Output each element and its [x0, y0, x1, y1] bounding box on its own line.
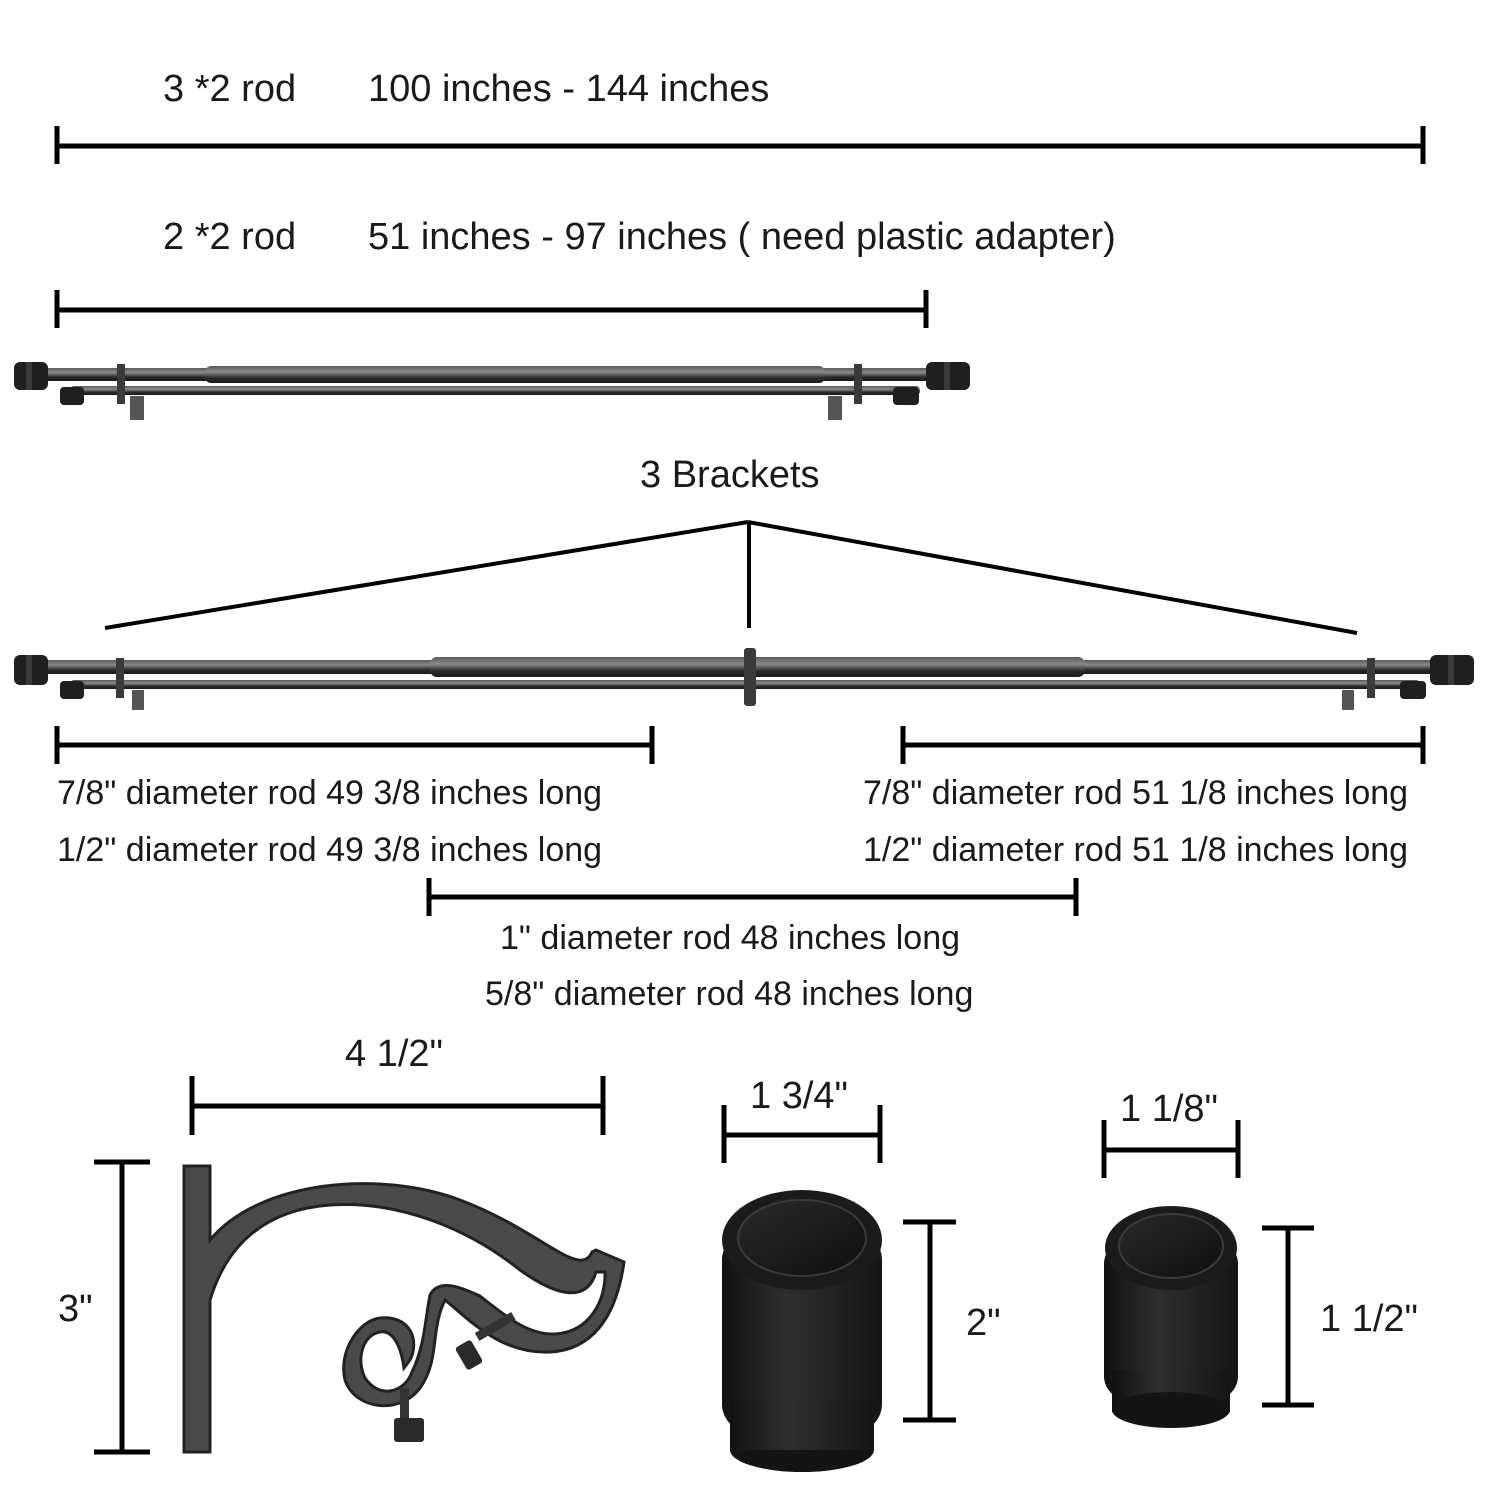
brackets-label: 3 Brackets [640, 454, 820, 496]
dimension-line-2x2 [54, 290, 929, 328]
bracket-width-label: 4 1/2" [345, 1033, 444, 1075]
right-section-dimension [900, 726, 1426, 764]
middle-section-line2: 5/8" diameter rod 48 inches long [485, 975, 974, 1013]
large-finial-width-dimension [721, 1105, 883, 1163]
large-finial-width-label: 1 3/4" [750, 1075, 849, 1117]
dimension-line-3x2 [54, 126, 1426, 164]
small-finial-width-label: 1 1/8" [1120, 1088, 1219, 1130]
left-section-line2: 1/2" diameter rod 49 3/8 inches long [57, 831, 603, 869]
short-double-rod [14, 362, 970, 420]
bracket-illustration [182, 1164, 626, 1454]
large-finial-height-label: 2" [966, 1302, 1001, 1344]
left-section-dimension [54, 726, 655, 764]
large-finial-height-dimension [903, 1219, 956, 1423]
small-finial-height-label: 1 1/2" [1320, 1298, 1419, 1340]
small-finial-width-dimension [1101, 1120, 1241, 1178]
rod-3x2-range: 100 inches - 144 inches [368, 68, 770, 110]
large-finial-illustration [722, 1190, 882, 1472]
rod-2x2-range: 51 inches - 97 inches ( need plastic ada… [368, 216, 1116, 258]
middle-section-dimension [426, 878, 1079, 916]
bracket-height-dimension [94, 1159, 150, 1455]
brackets-pointer-lines [104, 520, 1358, 635]
middle-section-line1: 1" diameter rod 48 inches long [500, 919, 961, 957]
small-finial-illustration [1104, 1206, 1238, 1428]
rod-3x2-name: 3 *2 rod [163, 68, 297, 110]
long-double-rod [14, 648, 1474, 710]
rod-2x2-name: 2 *2 rod [163, 216, 297, 258]
right-section-line1: 7/8" diameter rod 51 1/8 inches long [863, 774, 1409, 812]
bracket-height-label: 3" [58, 1288, 93, 1330]
left-section-line1: 7/8" diameter rod 49 3/8 inches long [57, 774, 603, 812]
right-section-line2: 1/2" diameter rod 51 1/8 inches long [863, 831, 1409, 869]
small-finial-height-dimension [1262, 1225, 1314, 1408]
bracket-width-dimension [189, 1076, 606, 1135]
